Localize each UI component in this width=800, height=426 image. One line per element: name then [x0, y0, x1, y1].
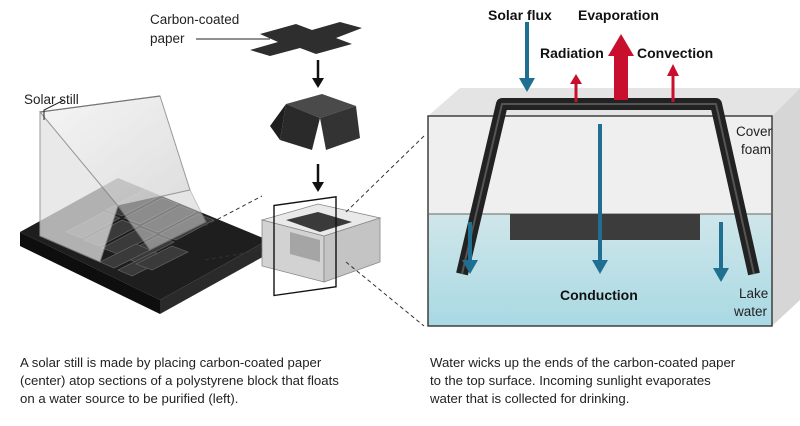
still-base-side: [160, 240, 268, 314]
solar-still-leader: [43, 99, 65, 120]
connector-line-4: [345, 261, 425, 327]
section-plane: [273, 195, 337, 297]
caption-left-line1: A solar still is made by placing carbon-…: [20, 355, 322, 370]
conduction-arrow-left: [462, 222, 478, 274]
caption-right: Water wicks up the ends of the carbon-co…: [430, 354, 790, 408]
folded-paper: [270, 94, 360, 150]
caption-right-line2: to the top surface. Incoming sunlight ev…: [430, 373, 711, 388]
lake-water-label-line1: Lake: [739, 286, 768, 301]
inner-block: [510, 214, 700, 240]
caption-left-line2: (center) atop sections of a polystyrene …: [20, 373, 339, 388]
connector-line-2: [204, 249, 263, 261]
down-arrow-2: [312, 164, 324, 192]
connector-line-3: [345, 135, 425, 213]
cross-section: [427, 88, 800, 327]
lake-water-label-line2: water: [733, 304, 768, 319]
conduction-arrow-center: [592, 124, 608, 274]
still-base-front: [20, 232, 160, 314]
convection-label: Convection: [637, 45, 713, 61]
connector-line-1: [204, 195, 263, 227]
solar-flux-arrow: [519, 22, 535, 92]
cover-foam-side: [772, 88, 800, 326]
carbon-paper-label-line2: paper: [150, 31, 185, 46]
carbon-paper-label-line1: Carbon-coated: [150, 12, 239, 27]
caption-right-line1: Water wicks up the ends of the carbon-co…: [430, 355, 736, 370]
solar-still-device: [20, 95, 268, 314]
cover-foam-label-line2: foam: [741, 142, 771, 157]
polystyrene-block: [260, 195, 382, 297]
convection-arrow: [667, 64, 679, 102]
glass-cover-front: [117, 189, 207, 251]
caption-right-line3: water that is collected for drinking.: [430, 391, 630, 406]
conduction-label: Conduction: [560, 287, 638, 303]
solar-still-label: Solar still: [24, 92, 79, 107]
down-arrow-1: [312, 60, 324, 88]
evaporation-label: Evaporation: [578, 7, 659, 23]
caption-left-line3: on a water source to be purified (left).: [20, 391, 239, 406]
radiation-arrow: [570, 74, 582, 102]
evaporation-arrow: [608, 34, 634, 100]
caption-left: A solar still is made by placing carbon-…: [20, 354, 380, 408]
conduction-arrow-right: [713, 222, 729, 282]
radiation-label: Radiation: [540, 45, 604, 61]
flat-paper-cross: [250, 22, 362, 56]
solar-flux-label: Solar flux: [488, 7, 552, 23]
cover-foam-label-line1: Cover: [736, 124, 773, 139]
